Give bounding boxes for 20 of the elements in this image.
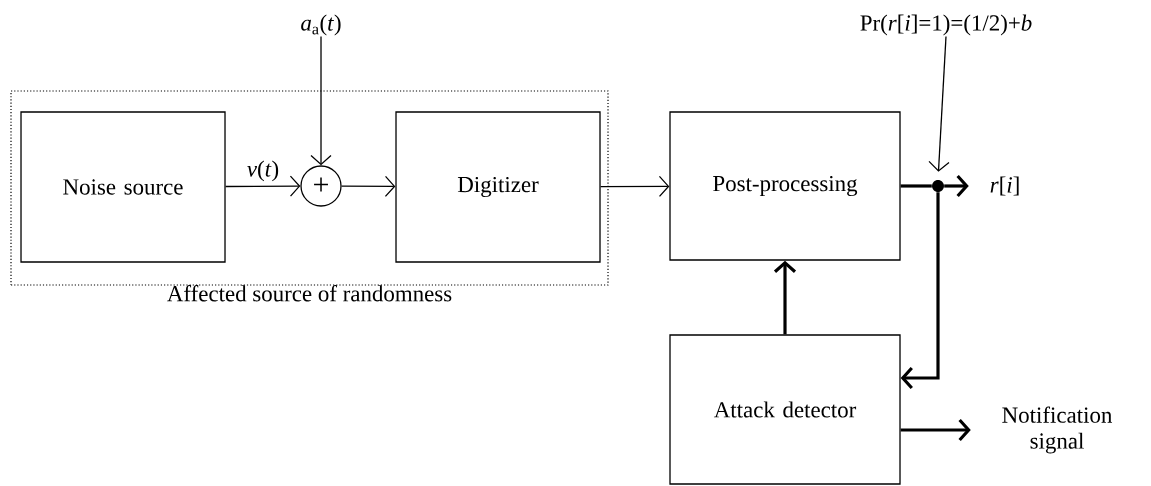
arrow bbox=[900, 418, 971, 442]
arrow bbox=[310, 35, 332, 166]
process-box: Attack detector bbox=[669, 334, 901, 485]
signal-label: Pr(r[i]=1)=(1/2)+b bbox=[860, 14, 1032, 36]
edge-label: v(t) bbox=[247, 160, 279, 182]
arrow bbox=[944, 174, 969, 198]
process-box: Post-processing bbox=[669, 111, 901, 261]
arrow bbox=[773, 260, 797, 335]
arrow bbox=[341, 175, 396, 197]
node-label: Affected source of randomness bbox=[167, 285, 452, 302]
arrow bbox=[600, 175, 670, 198]
signal-label: a$_{a}$(t) bbox=[301, 14, 341, 36]
signal-label: r[i] bbox=[990, 176, 1019, 196]
process-box: Noise source bbox=[20, 111, 226, 263]
arrow bbox=[225, 175, 301, 197]
summing-junction: + bbox=[300, 165, 342, 207]
process-box: Digitizer bbox=[395, 111, 601, 263]
arrow bbox=[928, 35, 950, 172]
signal-label: Notification signal bbox=[1002, 406, 1113, 454]
arrow bbox=[900, 192, 940, 390]
